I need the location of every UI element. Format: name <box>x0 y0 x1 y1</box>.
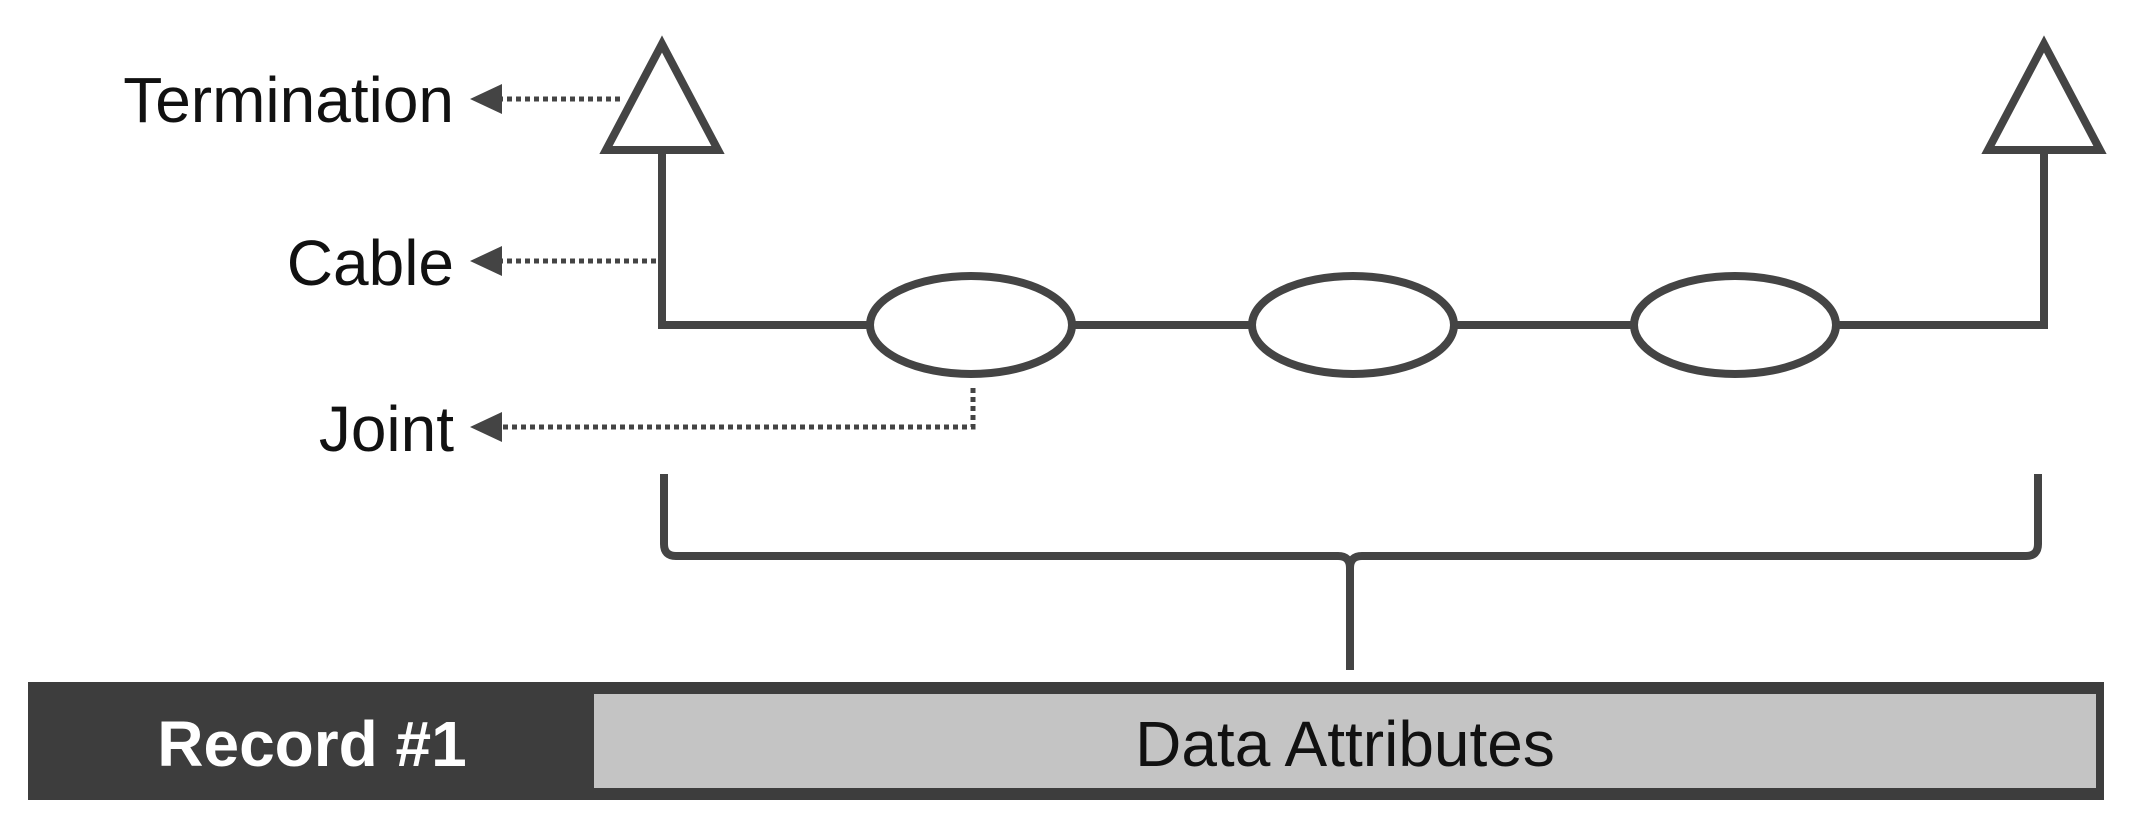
joint-pointer-line <box>498 388 976 430</box>
joint-3-icon <box>1630 272 1840 378</box>
data-attributes-box <box>594 694 2096 788</box>
cable-label: Cable <box>287 227 454 299</box>
termination-left-icon <box>599 35 725 154</box>
record-id-label: Record #1 <box>157 708 466 780</box>
termination-label: Termination <box>123 64 454 136</box>
joint-arrow-icon <box>470 412 502 442</box>
joint-1-icon <box>866 272 1076 378</box>
termination-arrow-icon <box>470 84 502 114</box>
termination-right-icon <box>1981 35 2107 154</box>
cable-arrow-icon <box>470 246 502 276</box>
grouping-brace <box>660 474 2042 670</box>
joint-2-icon <box>1248 272 1458 378</box>
data-attributes-label: Data Attributes <box>1135 708 1555 780</box>
cable-line <box>658 150 2048 329</box>
joint-label: Joint <box>319 393 454 465</box>
